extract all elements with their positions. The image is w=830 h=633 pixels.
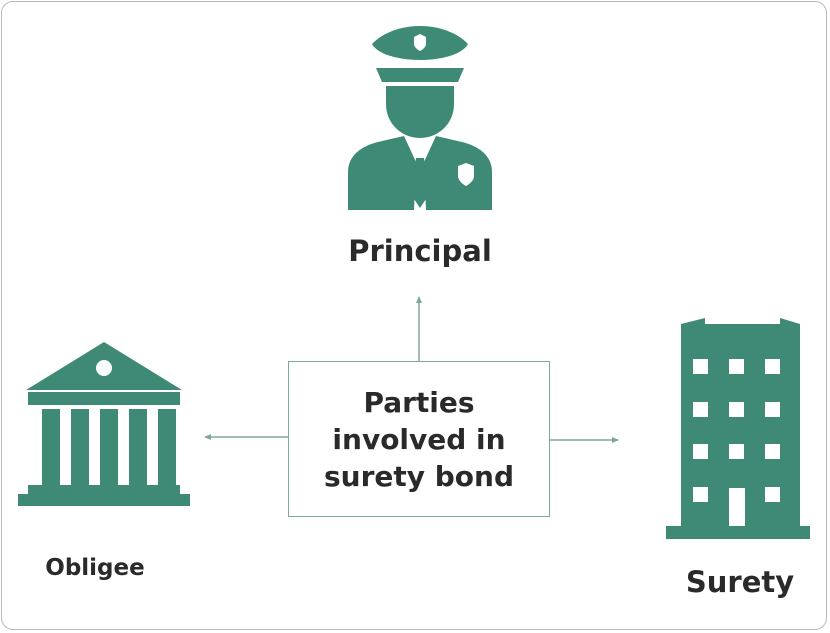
center-line-1: Parties (363, 385, 475, 419)
obligee-label: Obligee (45, 555, 145, 581)
police-officer-icon (348, 26, 492, 210)
principal-label: Principal (348, 234, 492, 268)
office-building-icon (666, 318, 810, 539)
government-building-icon (18, 342, 190, 506)
surety-label: Surety (685, 565, 795, 599)
center-box: Parties involved in surety bond (288, 361, 550, 517)
center-line-3: surety bond (323, 459, 515, 493)
center-line-2: involved in (332, 422, 506, 456)
